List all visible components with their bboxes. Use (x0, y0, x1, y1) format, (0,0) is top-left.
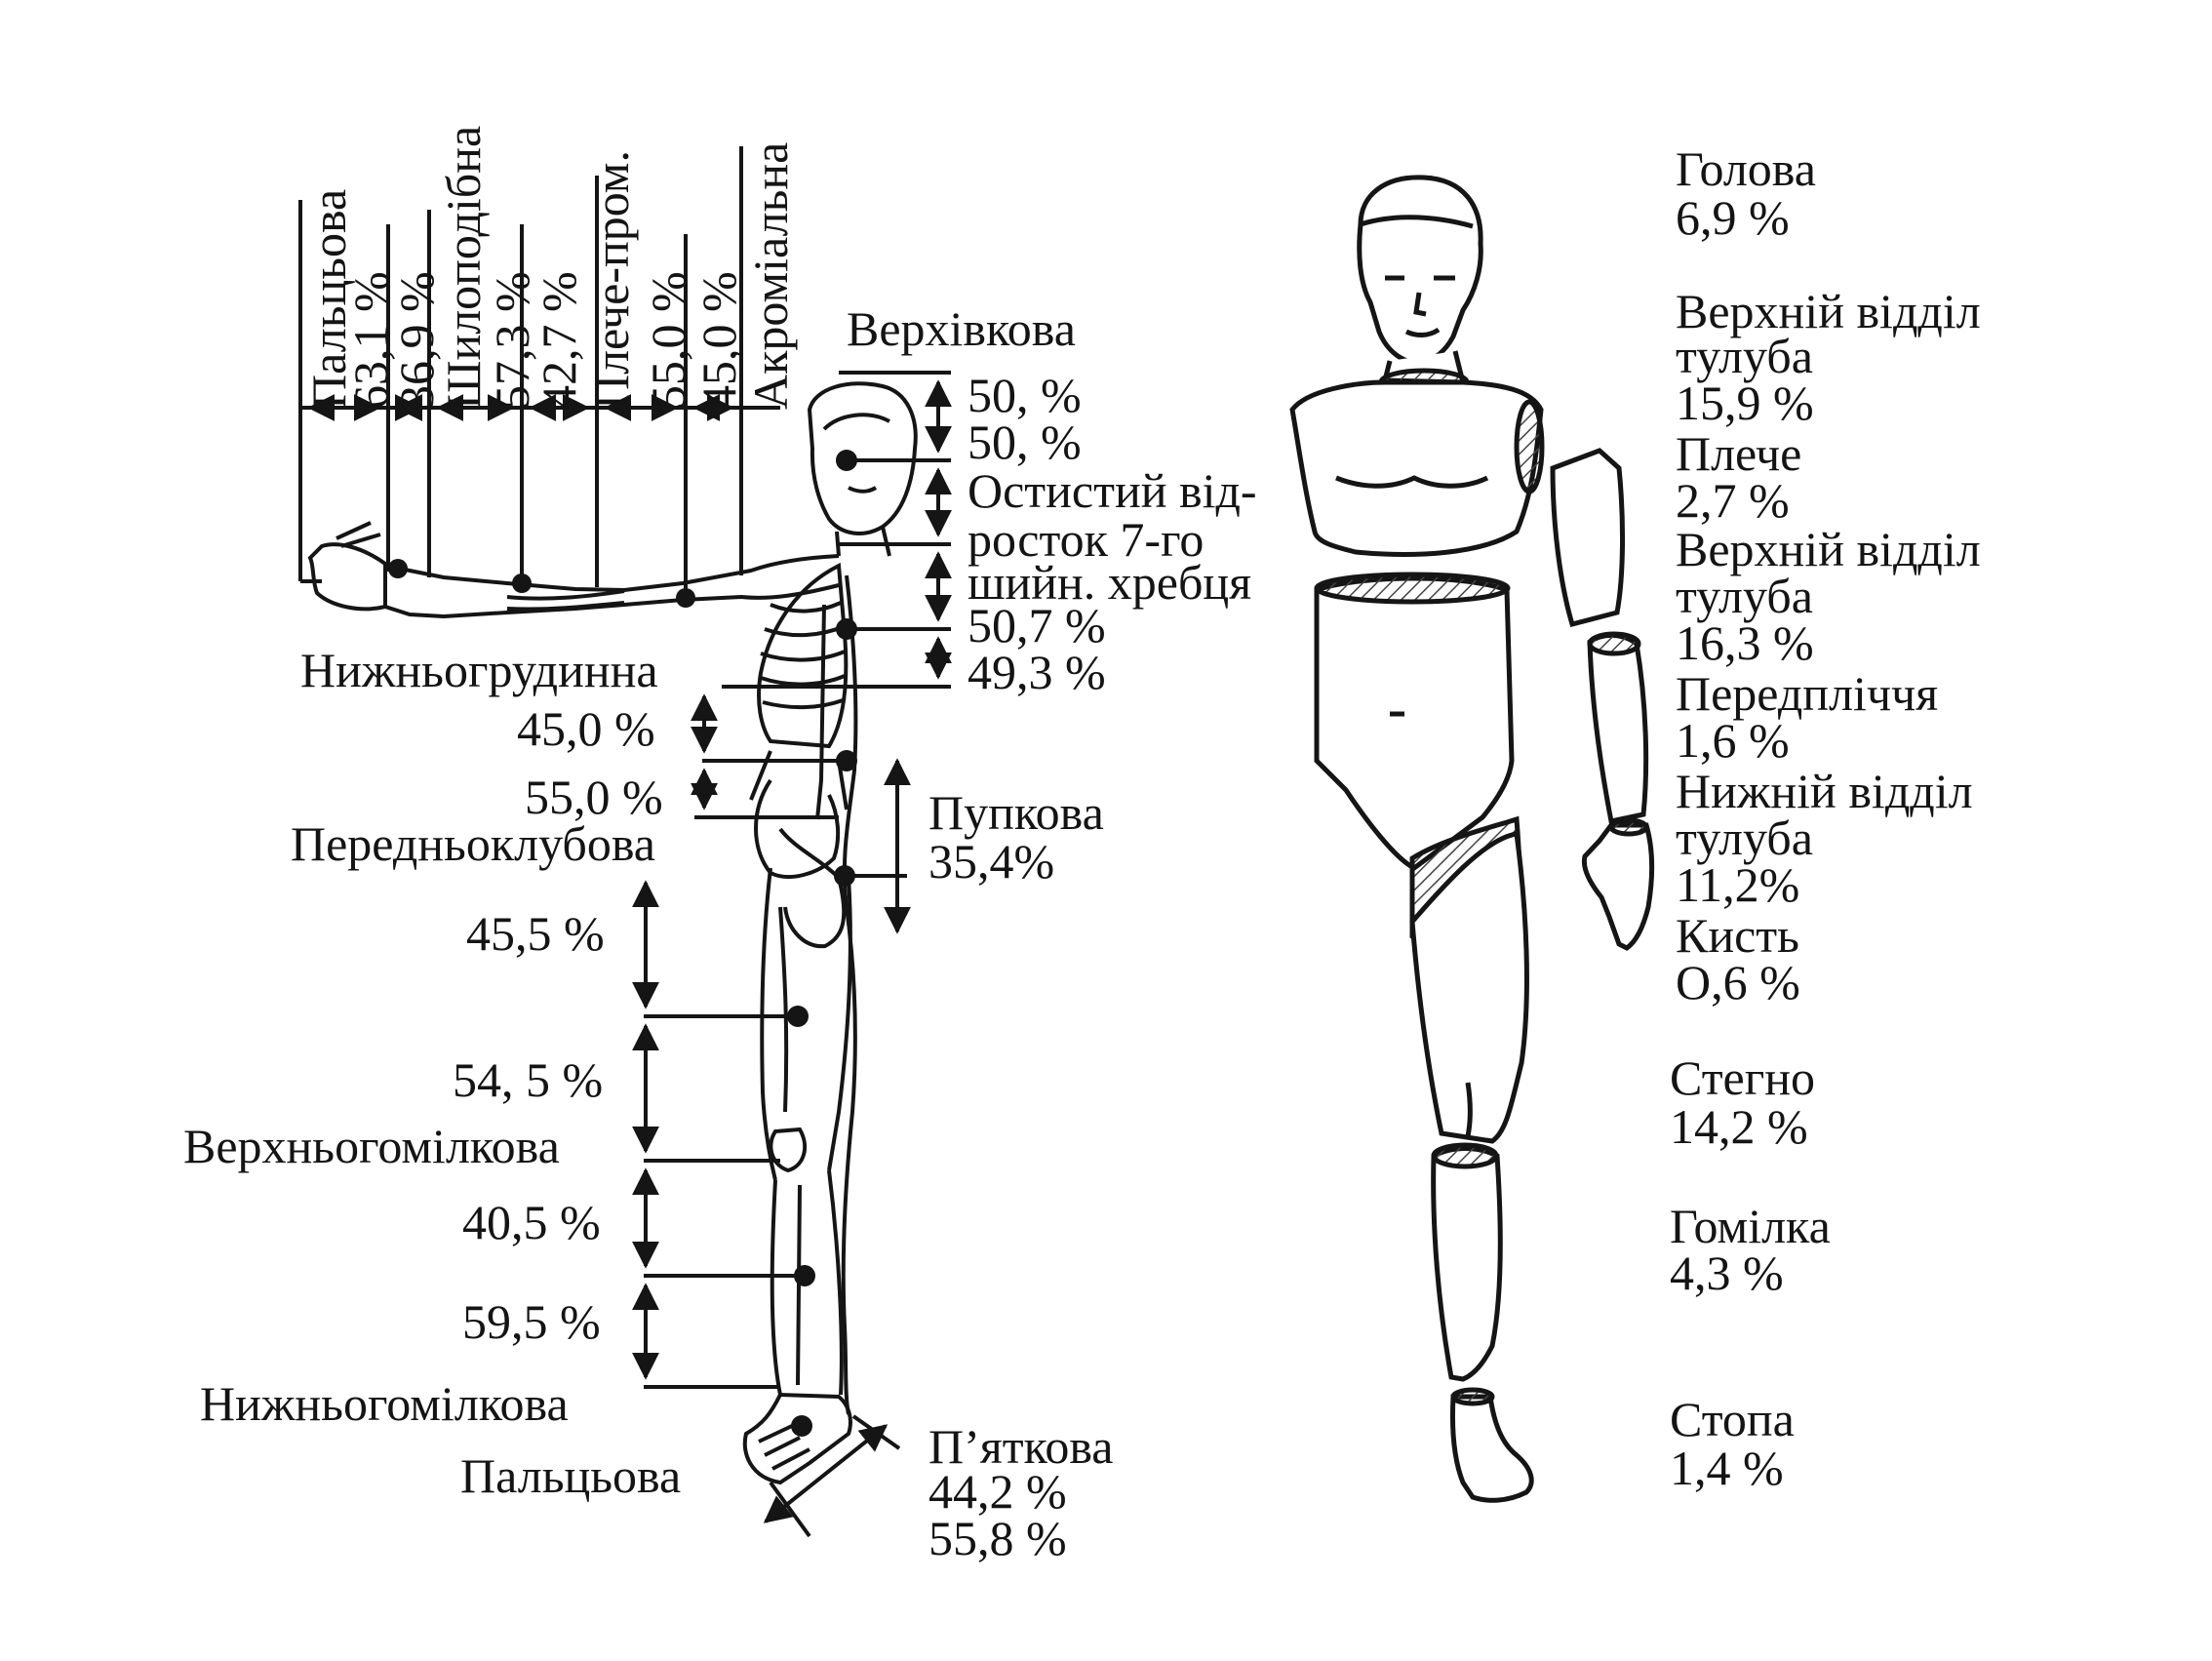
skeleton-pelvis (754, 778, 841, 879)
arm-dimension-lines (298, 146, 780, 597)
segmented-body (1289, 175, 1654, 1503)
iliac-label: Передньоклубова (291, 816, 655, 871)
trunk-dimension-lines (632, 371, 952, 1538)
dot-foot (791, 1415, 812, 1437)
shank-upper-value: 40,5 % (462, 1195, 601, 1249)
arm-col-styloid-lower: 42,7 % (532, 271, 586, 410)
foot-lower-value: 55,8 % (928, 1511, 1067, 1565)
foot-upper-value: 44,2 % (928, 1464, 1067, 1519)
segment-upper-arm (1550, 448, 1626, 628)
sternal-label: Нижньогрудинна (300, 643, 658, 697)
sternal-lower-value: 55,0 % (525, 770, 663, 824)
thigh-lower-value: 54, 5 % (453, 1052, 604, 1107)
segment-head (1357, 175, 1483, 366)
upper-tibial-label: Верхньогомілкова (183, 1119, 560, 1173)
segment-foot (1450, 1394, 1534, 1503)
seg-hand-name: Кисть (1676, 908, 1799, 963)
segment-shank (1431, 1146, 1503, 1382)
umbilical-value: 35,4% (928, 834, 1055, 889)
arm-col-shoulder-upper: 55,0 % (641, 271, 695, 410)
arm-col-finger-upper: 63,1 % (343, 271, 398, 410)
arm-col-acromial-name: Акроміальна (743, 141, 798, 410)
segment-hand (1581, 822, 1654, 951)
foot-toe-label: Пальцьова (460, 1448, 682, 1503)
seg-lower-trunk-name2: тулуба (1676, 811, 1813, 865)
seg-thigh-value: 14,2 % (1670, 1099, 1808, 1154)
seg-hand-value: О,6 % (1676, 955, 1800, 1009)
spinous-label-3: шийн. хребця (968, 555, 1252, 610)
arm-col-shoulder-name: Плече-пром. (584, 150, 639, 410)
seg-upper-trunk-1-name: Верхній відділ (1676, 284, 1981, 338)
seg-upper-trunk-1-name2: тулуба (1676, 329, 1813, 383)
trunk-lower-value: 49,3 % (968, 645, 1106, 699)
skeleton-ribcage (757, 562, 849, 749)
spinous-label-2: росток 7-го (968, 512, 1205, 567)
segment-thigh (1409, 831, 1529, 1144)
seg-forearm-value: 1,6 % (1676, 713, 1790, 768)
skeleton-head (807, 381, 918, 535)
umbilical-label: Пупкова (928, 785, 1104, 840)
thigh-upper-value: 45,5 % (466, 906, 605, 961)
segment-upper-trunk-2 (1314, 575, 1515, 871)
arm-col-shoulder-lower: 45,0 % (691, 271, 746, 410)
seg-upper-trunk-2-name2: тулуба (1676, 569, 1813, 623)
arm-col-styloid-upper: 57,3 % (485, 271, 539, 410)
seg-shoulder-value: 2,7 % (1676, 473, 1790, 528)
segment-upper-trunk-1 (1289, 379, 1544, 557)
seg-upper-trunk-2-value: 16,3 % (1676, 615, 1814, 670)
vertex-label: Верхівкова (847, 301, 1076, 356)
spinous-label-1: Остистий від- (968, 463, 1257, 518)
seg-head-name: Голова (1676, 141, 1816, 196)
skeleton-leg (760, 867, 852, 1181)
sternal-upper-value: 45,0 % (517, 701, 655, 756)
seg-shoulder-name: Плече (1676, 426, 1802, 481)
seg-forearm-name: Передпліччя (1676, 666, 1939, 721)
head-lower-value: 50, % (968, 415, 1082, 469)
skeleton-figure (307, 381, 918, 1485)
skeleton-arm (384, 554, 840, 619)
trunk-upper-value: 50,7 % (968, 598, 1106, 653)
lower-tibial-label: Нижньогомілкова (200, 1376, 569, 1431)
seg-shank-name: Гомілка (1670, 1199, 1831, 1253)
head-upper-value: 50, % (968, 368, 1082, 422)
seg-lower-trunk-value: 11,2% (1676, 857, 1800, 912)
seg-upper-trunk-2-name: Верхній відділ (1676, 522, 1981, 576)
dot-hand (388, 559, 408, 578)
seg-shank-value: 4,3 % (1670, 1246, 1784, 1300)
seg-lower-trunk-name: Нижній відділ (1676, 764, 1973, 818)
seg-head-value: 6,9 % (1676, 190, 1790, 245)
arm-col-styloid-name: Шилоподібна (436, 125, 491, 410)
segment-forearm (1587, 633, 1649, 824)
seg-upper-trunk-1-value: 15,9 % (1676, 376, 1814, 430)
seg-foot-value: 1,4 % (1670, 1441, 1784, 1495)
arm-col-finger-lower: 36,9 % (389, 271, 444, 410)
seg-thigh-name: Стегно (1670, 1050, 1815, 1105)
shank-lower-value: 59,5 % (462, 1294, 601, 1349)
foot-heel-label: П’яткова (928, 1419, 1114, 1474)
seg-foot-name: Стопа (1670, 1392, 1795, 1446)
skeleton-hand (307, 521, 387, 612)
dot-upperarm (676, 588, 695, 608)
